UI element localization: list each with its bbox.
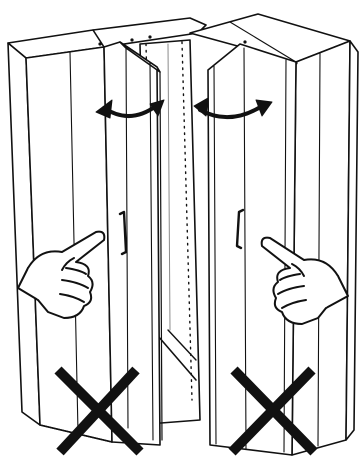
left-door [104, 42, 162, 445]
